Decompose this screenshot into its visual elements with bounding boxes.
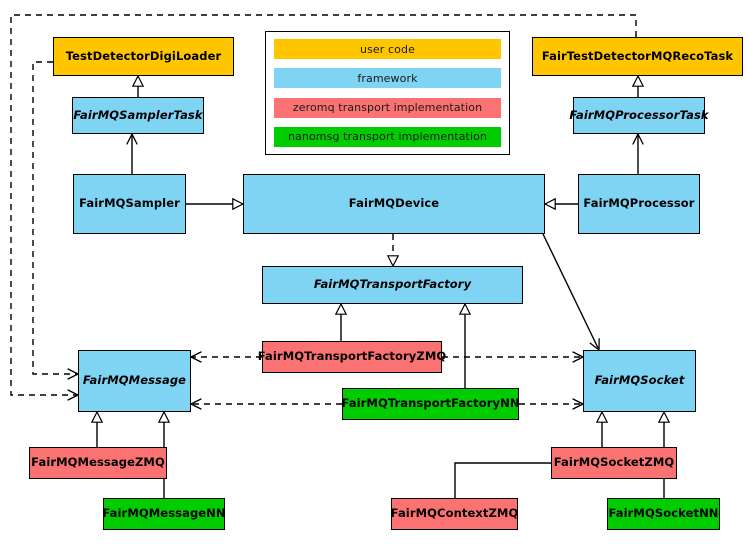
color-legend: user code framework zeromq transport imp… <box>265 31 510 155</box>
class-node-testdetectordigiloader[interactable]: TestDetectorDigiLoader <box>53 37 234 76</box>
class-label-fairmqprocessor: FairMQProcessor <box>583 196 695 211</box>
class-label-fairmqmessagezmq: FairMQMessageZMQ <box>31 455 165 470</box>
legend-item-zeromq: zeromq transport implementation <box>274 97 501 118</box>
class-node-fairmqsocketnn[interactable]: FairMQSocketNN <box>607 498 720 530</box>
edge-device-uses-socket <box>542 233 600 351</box>
class-node-fairmqsamplertask[interactable]: FairMQSamplerTask <box>72 97 204 134</box>
class-node-fairmqdevice[interactable]: FairMQDevice <box>243 174 545 234</box>
class-label-fairmqsocketnn: FairMQSocketNN <box>608 506 719 521</box>
legend-item-framework: framework <box>274 68 501 89</box>
edge-contextzmq-composes-socketzmq <box>454 463 551 498</box>
legend-label-user-code: user code <box>360 42 415 56</box>
class-node-fairmqprocessortask[interactable]: FairMQProcessorTask <box>569 97 709 134</box>
class-label-fairmqsamplertask: FairMQSamplerTask <box>73 107 203 122</box>
legend-label-framework: framework <box>357 71 418 85</box>
legend-label-nanomsg: nanomsg transport implementation <box>287 130 488 144</box>
legend-item-user-code: user code <box>274 39 501 59</box>
class-node-fairmqmessagezmq[interactable]: FairMQMessageZMQ <box>29 447 167 479</box>
class-node-fairmqtransportfactorynn[interactable]: FairMQTransportFactoryNN <box>341 388 520 420</box>
class-node-fairmqsocketzmq[interactable]: FairMQSocketZMQ <box>551 447 677 479</box>
class-node-fairmqsocket[interactable]: FairMQSocket <box>583 350 696 412</box>
class-node-fairmqtransportfactory[interactable]: FairMQTransportFactory <box>262 266 523 304</box>
class-label-fairmqdevice: FairMQDevice <box>348 196 440 211</box>
class-label-fairtestdetectormqrecotask: FairTestDetectorMQRecoTask <box>541 48 734 63</box>
class-node-fairmqsampler[interactable]: FairMQSampler <box>73 174 186 234</box>
class-label-fairmqprocessortask: FairMQProcessorTask <box>569 107 709 122</box>
class-label-fairmqtransportfactory: FairMQTransportFactory <box>313 277 472 292</box>
class-label-fairmqmessage: FairMQMessage <box>82 373 187 388</box>
class-label-fairmqsampler: FairMQSampler <box>79 196 180 211</box>
class-label-fairmqtransportfactorynn: FairMQTransportFactoryNN <box>341 396 520 411</box>
class-label-fairmqsocket: FairMQSocket <box>594 373 685 388</box>
class-node-fairmqmessage[interactable]: FairMQMessage <box>78 350 191 412</box>
class-node-fairmqtransportfactoryzmq[interactable]: FairMQTransportFactoryZMQ <box>258 341 446 373</box>
class-node-fairmqmessagenn[interactable]: FairMQMessageNN <box>102 498 226 530</box>
legend-label-zeromq: zeromq transport implementation <box>292 101 483 115</box>
class-label-fairmqsocketzmq: FairMQSocketZMQ <box>553 455 675 470</box>
class-label-testdetectordigiloader: TestDetectorDigiLoader <box>65 48 222 63</box>
class-node-fairtestdetectormqrecotask[interactable]: FairTestDetectorMQRecoTask <box>532 37 743 76</box>
class-node-fairmqcontextzmq[interactable]: FairMQContextZMQ <box>391 498 518 530</box>
class-label-fairmqmessagenn: FairMQMessageNN <box>102 506 226 521</box>
class-label-fairmqcontextzmq: FairMQContextZMQ <box>390 506 519 521</box>
class-label-fairmqtransportfactoryzmq: FairMQTransportFactoryZMQ <box>257 349 447 364</box>
class-node-fairmqprocessor[interactable]: FairMQProcessor <box>578 174 700 234</box>
legend-item-nanomsg: nanomsg transport implementation <box>274 126 501 147</box>
